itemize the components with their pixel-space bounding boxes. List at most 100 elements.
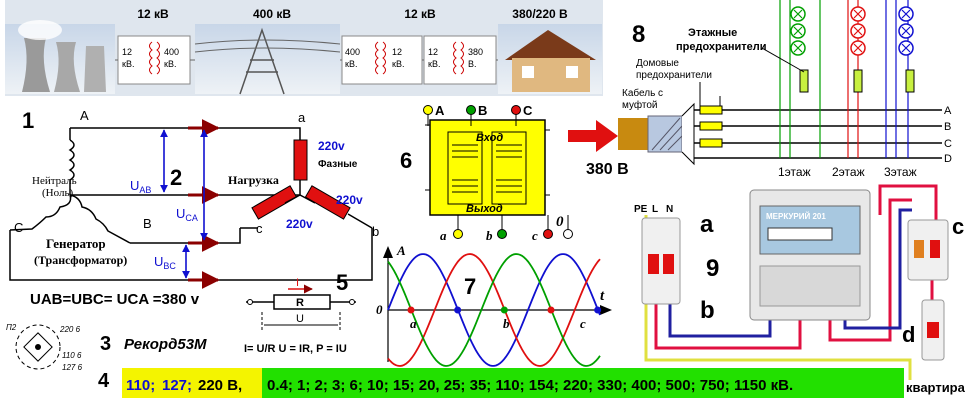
node-c-label: C <box>14 220 23 235</box>
bus-label: A <box>944 105 952 117</box>
three-phase-transformer: 6 A B C Вход Выход a b c 0 <box>400 103 573 243</box>
tr-label: 12 <box>122 47 132 57</box>
grid-voltages: 0.4; 1; 2; 3; 6; 10; 15; 20, 25; 35; 110… <box>262 368 904 398</box>
tr-label: 12 <box>392 47 402 57</box>
tr-label: 380 <box>468 47 483 57</box>
kv-label: 400 кВ <box>253 7 291 21</box>
tr-label: кВ. <box>122 59 134 69</box>
lamp-cross <box>853 26 863 36</box>
meter-label-a: a <box>700 211 714 238</box>
house-fuses-label-2: предохранители <box>636 70 712 81</box>
arrow-right-icon <box>568 120 618 152</box>
lamp-cross <box>901 43 911 53</box>
grid-voltage-list: 0.4; 1; 2; 3; 6; 10; 15; 20, 25; 35; 110… <box>267 377 794 394</box>
floor-label: 3этаж <box>884 165 917 179</box>
current-label: I <box>296 277 299 289</box>
zero-crossing-dot <box>594 306 602 314</box>
wave-x-axis-label: t <box>600 288 605 304</box>
tr-label: кВ. <box>428 59 440 69</box>
tr-input-b: B <box>478 103 487 118</box>
zero-crossing-dot <box>547 306 555 314</box>
lamp-cross <box>901 26 911 36</box>
tr-label: 12 <box>428 47 438 57</box>
transformer-pair-2: 400 кВ. 12 кВ. <box>341 35 423 85</box>
ohm-law-diagram: 5 I R U I= U/R U = IR, P = IU <box>244 270 356 355</box>
uab-sub: AB <box>139 185 151 195</box>
node-b-label: B <box>143 216 152 231</box>
section-number-4: 4 <box>98 370 110 392</box>
tr-label: кВ. <box>392 59 404 69</box>
floor-label: 2этаж <box>832 165 865 179</box>
tr-label: 400 <box>345 47 360 57</box>
tr-input-c: C <box>523 103 533 118</box>
load-c-label: c <box>256 221 263 236</box>
section-number-8: 8 <box>632 21 645 48</box>
ohm-formula: I= U/R U = IR, P = IU <box>244 343 347 355</box>
meter-label-d: d <box>902 322 915 347</box>
tr-output-zero: 0 <box>556 214 564 230</box>
three-phase-circuit: 1 2 A B C a b c Нейтраль (Нол <box>9 108 379 308</box>
section-number-5: 5 <box>336 270 348 295</box>
floor-fuses-label: Этажные <box>688 27 737 39</box>
zero-crossing-dot <box>407 306 415 314</box>
uca-sub: CA <box>185 213 198 223</box>
sine-wave-green <box>387 253 601 367</box>
pin-label: 110 6 <box>62 351 82 360</box>
load-a-label: a <box>298 110 306 125</box>
cable-stub <box>618 118 648 150</box>
load-b-label: b <box>372 224 379 239</box>
l-label: L <box>652 204 658 215</box>
bus-label: C <box>944 138 952 150</box>
lamp-cross <box>793 43 803 53</box>
voltage-220: 220 В, <box>198 377 243 394</box>
apartment-meter-panel: МЕРКУРИЙ 201 PE L N a 9 b c d <box>634 184 964 380</box>
wave-origin-label: 0 <box>376 302 383 317</box>
cable-label: Кабель с <box>622 87 663 99</box>
lamp-cross <box>853 9 863 19</box>
power-line-photo <box>195 24 340 94</box>
wave-y-axis-label: A <box>396 243 406 258</box>
sine-wave-blue <box>387 253 601 367</box>
section-number-2: 2 <box>170 165 182 190</box>
generator-label: Генератор <box>46 236 106 251</box>
meter-label-b: b <box>700 297 715 324</box>
apartment-label: квартира <box>906 380 965 395</box>
phase-voltage-2: 220v <box>336 193 363 207</box>
phase-label: Фазные <box>318 159 358 170</box>
section-number-6: 6 <box>400 148 412 173</box>
wave-mark-b: b <box>503 316 510 331</box>
kv-label: 12 кВ <box>404 7 436 21</box>
section-number-9: 9 <box>706 255 719 282</box>
record-title: Рекорд53М <box>124 336 207 353</box>
wave-mark-a: a <box>410 316 417 331</box>
supply-voltage-label: 380 В <box>586 161 629 178</box>
bus-label: B <box>944 121 951 133</box>
house-fuses-label: Домовые <box>636 58 679 69</box>
uca-label: U <box>176 206 185 221</box>
phase-voltage-1: 220v <box>318 139 345 153</box>
voltage-110: 110; <box>126 377 156 394</box>
pin-label: 127 6 <box>62 363 83 372</box>
pin-label: 220 6 <box>59 325 81 334</box>
floor-fuses-label-2: предохранители <box>676 41 767 53</box>
record-socket-diagram: П2 220 6 110 6 127 6 3 Рекорд53М <box>6 323 207 372</box>
tr-input-label: Вход <box>476 132 503 144</box>
rcd-breaker <box>907 219 949 281</box>
voltage-equation: UAB=UBC= UCA =380 v <box>30 291 200 308</box>
tr-output-b: b <box>486 228 493 243</box>
transformer-pair-1: 12 кВ. 400 кВ. <box>117 35 191 85</box>
svg-text:UCA: UCA <box>176 206 198 223</box>
zero-crossing-dot <box>500 306 508 314</box>
cable-label-2: муфтой <box>622 99 658 111</box>
sine-waves: 7 A t 0 a b c <box>376 243 612 367</box>
kv-label: 12 кВ <box>137 7 169 21</box>
pe-label: PE <box>634 204 648 215</box>
tr-label: кВ. <box>345 59 357 69</box>
resistor-label: R <box>296 297 304 309</box>
svg-text:UBC: UBC <box>154 254 176 271</box>
tr-input-a: A <box>435 103 445 118</box>
tr-label: кВ. <box>164 59 176 69</box>
phase-voltage-3: 220v <box>286 217 313 231</box>
building-distribution: 8 Этажные предохранители Домовые предохр… <box>586 0 952 179</box>
